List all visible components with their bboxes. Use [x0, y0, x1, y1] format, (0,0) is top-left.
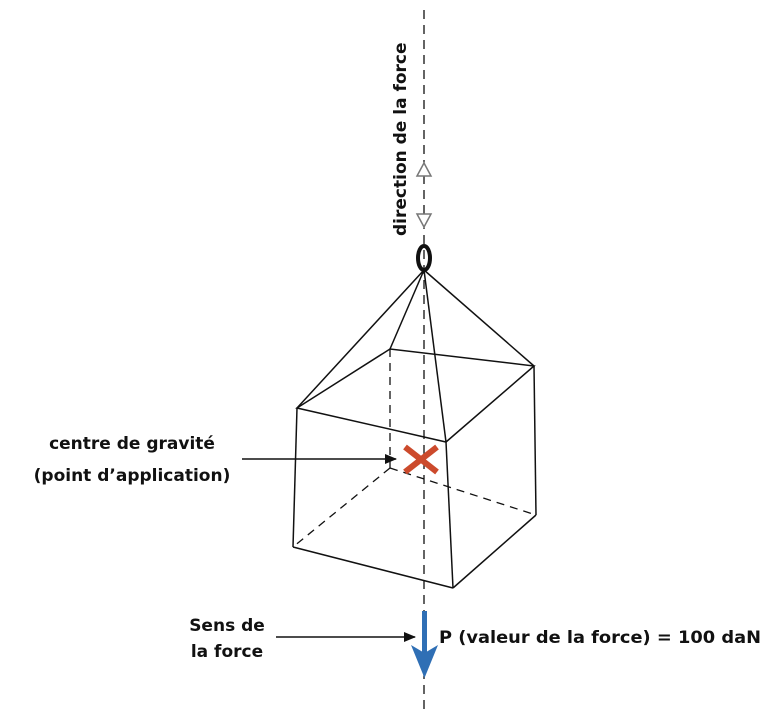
direction-up-arrow-icon: [415, 161, 433, 177]
gravity-center-label-line2: (point d’application): [34, 466, 231, 486]
load-box: [292, 348, 537, 589]
force-sense-label-line1: Sens de: [189, 616, 265, 636]
force-sense-label-line2: la force: [191, 642, 263, 662]
load-box-hidden-edges: [292, 349, 537, 548]
slings: [296, 269, 535, 443]
direction-label: direction de la force: [391, 42, 411, 236]
force-value-label: P (valeur de la force) = 100 daN: [439, 628, 761, 648]
gravity-center-label-line1: centre de gravité: [49, 434, 215, 454]
direction-down-arrow-icon: [415, 213, 433, 229]
force-arrow-p: [411, 611, 438, 678]
center-of-gravity-marker: [403, 444, 439, 475]
